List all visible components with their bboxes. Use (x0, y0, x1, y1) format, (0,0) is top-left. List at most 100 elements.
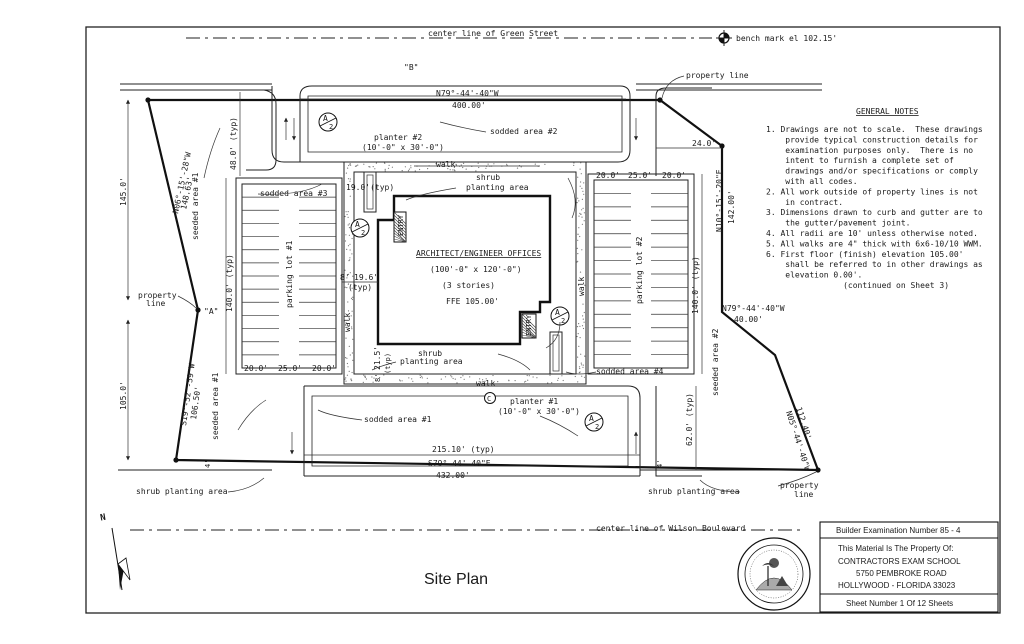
walk-dot (347, 245, 350, 247)
walk-dot (375, 380, 377, 382)
walk-dot (365, 378, 367, 380)
walk-dot (485, 167, 487, 169)
walk-dot (562, 379, 564, 382)
seeded-area-1-upper: seeded area #1 (191, 172, 200, 240)
walk-dot (348, 227, 351, 229)
shrub-planting-left: shrub planting area (136, 487, 228, 496)
section-marker-letter: A (555, 308, 560, 317)
walk-dot (577, 233, 579, 235)
dim-8-walk: 8' (374, 374, 382, 382)
walk-dot (351, 371, 353, 374)
note-line: shall be referred to in other drawings a… (766, 260, 983, 269)
property-line-right-2: line (794, 490, 813, 499)
walk-dot (351, 237, 353, 240)
walk-dot (440, 378, 442, 380)
walk-dot (364, 376, 366, 378)
shrub-planting-right: shrub planting area (648, 487, 740, 496)
walk-dot (384, 170, 386, 172)
parking-lot-1-outline (235, 177, 343, 375)
walk-dot (349, 243, 351, 245)
entry-hatch (393, 220, 407, 234)
lot2-dim-a: 20.0' (596, 171, 620, 180)
walk-dot (580, 278, 582, 280)
walk-dot (399, 380, 401, 382)
sodded-area-4: sodded area #4 (596, 367, 664, 376)
title-block-address: 5750 PEMBROKE ROAD (856, 569, 947, 578)
sodded-area-1: sodded area #1 (364, 415, 432, 424)
walk-dot (578, 345, 580, 347)
dim-24: 24.0' (692, 139, 716, 148)
shrub-top: shrub (476, 173, 500, 182)
walk-dot (421, 375, 423, 377)
walk-dot (350, 164, 352, 166)
walk-dot (579, 168, 581, 170)
walk-dot (574, 375, 576, 378)
bearing-right: N79°-44'-40"W (722, 304, 785, 313)
walk-dot (584, 284, 586, 286)
marker-c: C (487, 395, 491, 403)
walk-dot (452, 169, 454, 171)
walk-dot (426, 377, 428, 379)
north-arrow: N (100, 513, 131, 591)
section-marker-letter: A (355, 220, 360, 229)
bearing-top: N79°-44'-40"W (436, 89, 499, 98)
walk-dot (478, 380, 480, 383)
walk-dot (579, 212, 581, 214)
walk-dot (557, 377, 560, 379)
walk-dot (454, 170, 456, 172)
walk-dot (497, 381, 499, 383)
north-label: N (100, 513, 107, 524)
walk-dot (383, 162, 386, 164)
walk-dot (414, 170, 416, 172)
walk-dot (582, 327, 585, 330)
note-line: 4. All radii are 10' unless otherwise no… (766, 229, 978, 238)
walk-dot (579, 325, 581, 327)
planter-2-label: planter #2 (374, 133, 422, 142)
walk-dot (347, 224, 349, 226)
walk-dot (388, 164, 390, 166)
title-block-school: CONTRACTORS EXAM SCHOOL (838, 557, 961, 566)
note-line: with all codes. (766, 177, 858, 186)
property-line-right-1: property (780, 481, 819, 490)
dist-top: 400.00' (452, 101, 486, 110)
walk-dot (581, 216, 583, 218)
building-outline (376, 194, 552, 346)
walk-dot (581, 364, 583, 366)
dim-62: 62.0' (typ) (685, 393, 694, 446)
dist-east-upper: 142.00' (727, 190, 736, 224)
walk-dot (347, 178, 350, 180)
building-ffe: FFE 105.00' (446, 297, 499, 306)
walk-dot (577, 176, 579, 178)
walk-dot (344, 269, 346, 271)
walk-dot (372, 381, 374, 383)
walk-dot (482, 379, 484, 381)
walk-dot (348, 370, 350, 372)
sodded-area-3: sodded area #3 (260, 189, 328, 198)
walk-dot (350, 297, 353, 299)
entry-hatch (521, 325, 537, 339)
walk-dot (401, 170, 403, 172)
walk-dot (348, 223, 350, 225)
walk-dot (362, 381, 364, 383)
walk-dot (583, 376, 586, 378)
walk-dot (580, 353, 582, 355)
bench-mark-label: bench mark el 102.15' (736, 34, 837, 43)
walk-dot (549, 374, 551, 376)
walk-dot (578, 372, 581, 374)
planter-1-label: planter #1 (510, 397, 558, 406)
walk-dot (524, 381, 526, 383)
building-size: (100'-0" x 120'-0") (430, 265, 522, 274)
walk-dot (444, 376, 447, 378)
walk-dot (579, 367, 581, 370)
walk-dot (460, 164, 462, 166)
walk-dot (453, 166, 455, 168)
walk-dot (577, 356, 579, 358)
walk-dot (463, 378, 465, 380)
property-line-left-1: property (138, 291, 177, 300)
walk-dot (577, 253, 579, 255)
walk-dot (375, 162, 377, 164)
walk-dot (401, 380, 403, 382)
note-line: 3. Dimensions drawn to curb and gutter a… (766, 208, 983, 217)
walk-dot (419, 374, 421, 376)
walk-dot (379, 377, 381, 379)
